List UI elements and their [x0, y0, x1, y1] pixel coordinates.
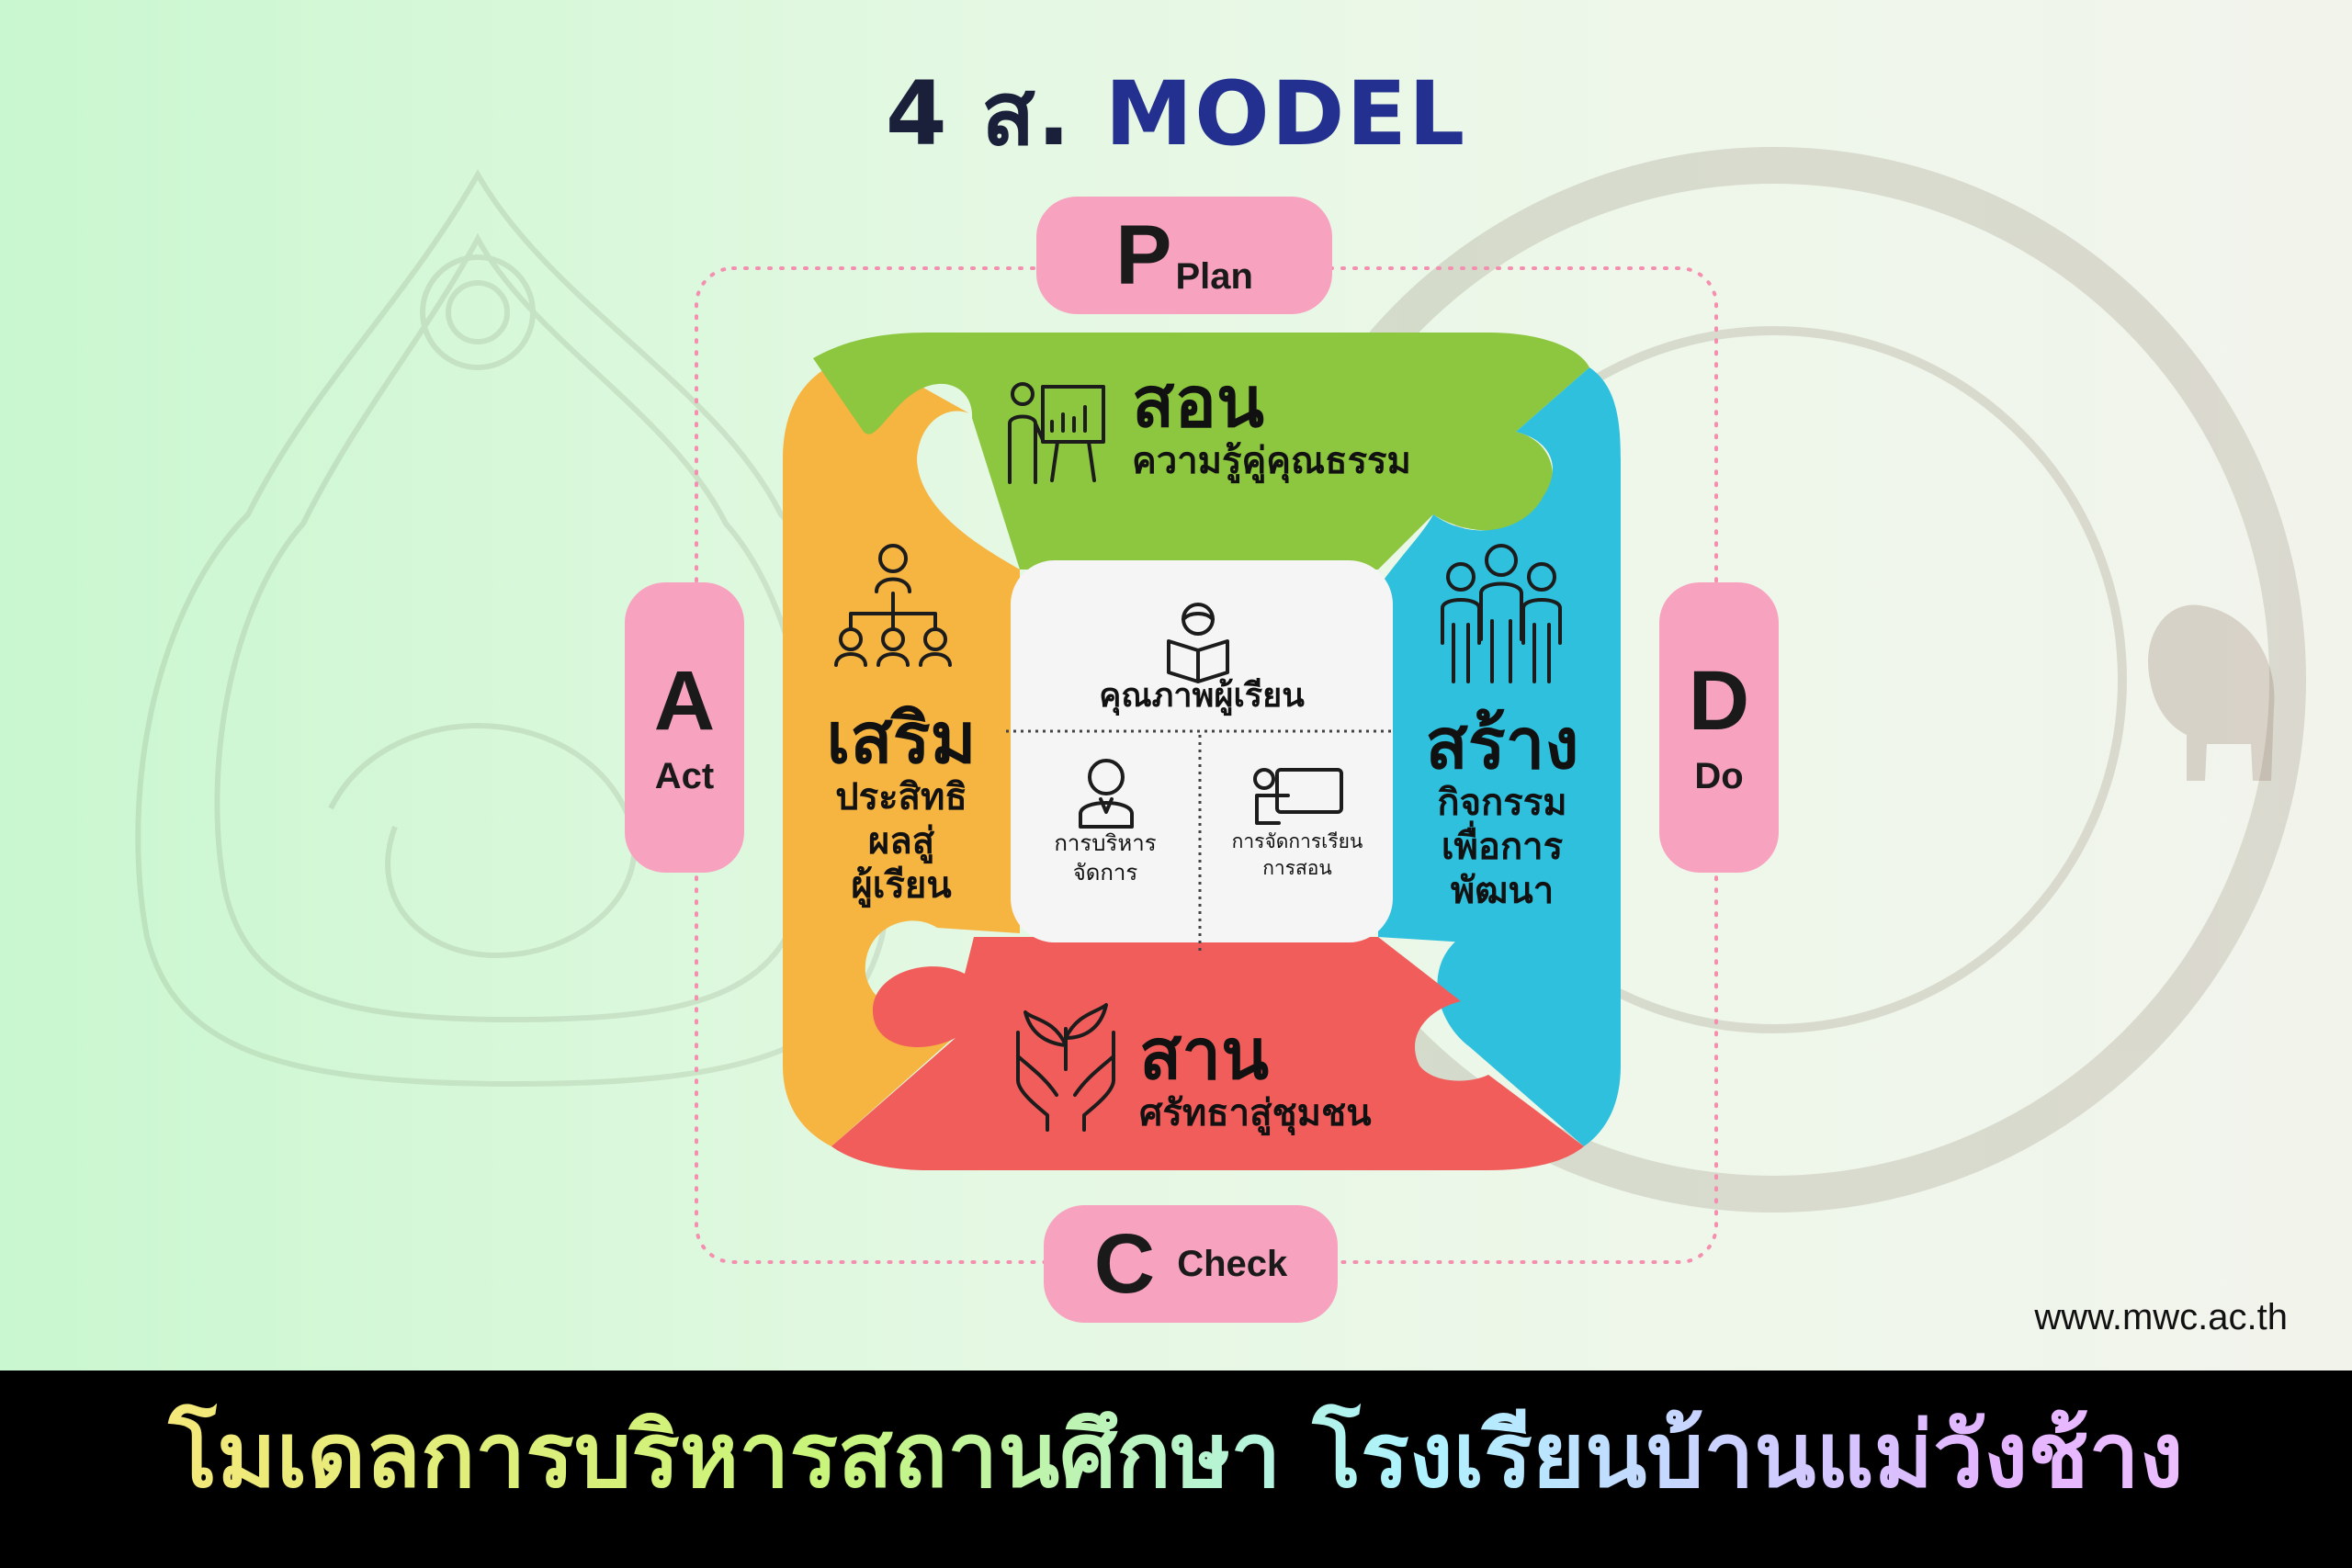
- teacher-presentation-icon: [1008, 382, 1105, 484]
- act-word: Act: [654, 755, 715, 796]
- center-box-shape: [1011, 560, 1393, 942]
- quadrant-top-text: สอน ความรู้คู่คุณธรรม: [1132, 366, 1411, 483]
- quadrant-left-line-1: ประสิทธิ: [835, 775, 967, 818]
- center-right-label: การจัดการเรียน การสอน: [1205, 829, 1389, 883]
- do-tab: D Do: [1659, 582, 1779, 873]
- plan-word: Plan: [1175, 255, 1253, 297]
- title-model: MODEL: [1104, 62, 1467, 165]
- do-word: Do: [1694, 755, 1744, 796]
- team-people-icon: [1441, 544, 1562, 683]
- quadrant-left-line-3: ผู้เรียน: [851, 863, 952, 907]
- quadrant-left-shape: [783, 356, 1020, 1146]
- quadrant-top-shape: [813, 333, 1589, 570]
- administrator-icon: [1079, 759, 1134, 829]
- act-tab: A Act: [625, 582, 744, 873]
- quadrant-right-title: สร้าง: [1425, 703, 1579, 784]
- four-s-diagram: [695, 266, 1718, 1264]
- act-letter: A: [653, 653, 716, 748]
- plan-tab: P Plan: [1036, 197, 1332, 314]
- teaching-board-icon: [1253, 768, 1343, 825]
- quadrant-bottom-text: สาน ศรัทธาสู่ชุมชน: [1139, 1018, 1372, 1135]
- hierarchy-icon: [834, 544, 952, 667]
- center-right-line-1: การจัดการเรียน: [1231, 830, 1363, 852]
- hands-plant-icon: [1016, 1003, 1115, 1132]
- check-letter: C: [1093, 1217, 1156, 1311]
- quadrant-left-text: เสริม ประสิทธิ ผลสู่ ผู้เรียน: [796, 702, 1007, 908]
- quadrant-right-line-1: กิจกรรม: [1437, 781, 1567, 824]
- center-left-line-1: การบริหาร: [1054, 830, 1157, 856]
- quadrant-bottom-title: สาน: [1139, 1013, 1270, 1095]
- center-right-line-2: การสอน: [1262, 857, 1332, 880]
- quadrant-right-text: สร้าง กิจกรรม เพื่อการ พัฒนา: [1396, 707, 1608, 913]
- quadrant-right-line-3: พัฒนา: [1450, 869, 1555, 912]
- center-top-label: คุณภาพผู้เรียน: [1099, 677, 1305, 715]
- quadrant-right-line-2: เพื่อการ: [1441, 825, 1564, 868]
- footer-title: โมเดลการบริหารสถานศึกษา โรงเรียนบ้านแม่ว…: [0, 1383, 2352, 1527]
- footer-bar: [0, 1371, 2352, 1568]
- quadrant-left-title: เสริม: [826, 697, 977, 779]
- quadrant-left-line-2: ผลสู่: [867, 819, 935, 863]
- website-url[interactable]: www.mwc.ac.th: [2034, 1297, 2288, 1337]
- do-letter: D: [1688, 653, 1750, 748]
- quadrant-right-shape: [1378, 367, 1621, 1146]
- quadrant-top-title: สอน: [1132, 361, 1264, 443]
- page-title: 4 ส. MODEL: [0, 44, 2352, 184]
- quadrant-top-subtitle: ความรู้คู่คุณธรรม: [1132, 439, 1411, 482]
- title-prefix: 4 ส.: [885, 62, 1073, 165]
- plan-letter: P: [1115, 209, 1172, 302]
- quadrant-bottom-shape: [831, 937, 1584, 1170]
- student-reading-icon: [1167, 603, 1229, 683]
- check-tab: C Check: [1044, 1205, 1338, 1323]
- check-word: Check: [1177, 1243, 1288, 1284]
- quadrant-bottom-subtitle: ศรัทธาสู่ชุมชน: [1139, 1091, 1372, 1134]
- center-left-label: การบริหาร จัดการ: [1020, 829, 1191, 888]
- center-left-line-2: จัดการ: [1072, 860, 1138, 886]
